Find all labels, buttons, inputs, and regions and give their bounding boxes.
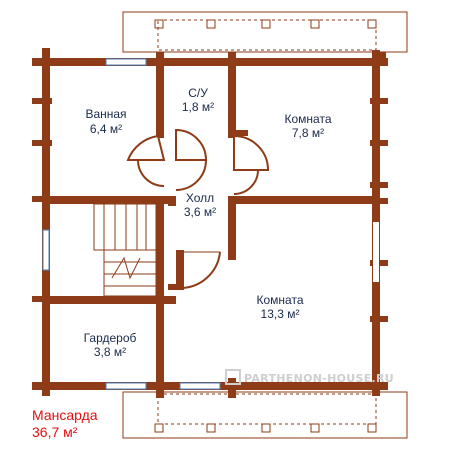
room2-name: Комната — [257, 293, 304, 307]
wc-area: 1,8 м² — [182, 100, 214, 114]
hall-area: 3,6 м² — [184, 205, 216, 219]
bath-area: 6,4 м² — [90, 122, 122, 136]
windows — [42, 58, 379, 390]
hall-name: Холл — [186, 191, 214, 205]
top-balcony — [122, 11, 408, 53]
plan-title: Мансарда — [32, 407, 98, 423]
label-wardrobe: Гардероб 3,8 м² — [84, 331, 137, 359]
label-hall: Холл 3,6 м² — [184, 191, 216, 219]
plan-area: 36,7 м² — [32, 424, 78, 440]
doors — [126, 128, 270, 290]
bath-name: Ванная — [85, 107, 126, 121]
bottom-balcony — [122, 391, 408, 439]
ward-name: Гардероб — [84, 331, 137, 345]
wc-name: С/У — [188, 86, 208, 100]
label-wc: С/У 1,8 м² — [182, 86, 214, 114]
watermark: PARTHENON-HOUSE.RU — [225, 369, 394, 385]
ward-area: 3,8 м² — [94, 345, 126, 359]
room1-name: Комната — [285, 112, 332, 126]
label-room2: Комната 13,3 м² — [257, 293, 304, 321]
label-bathroom: Ванная 6,4 м² — [85, 107, 126, 136]
watermark-logo-icon — [225, 369, 241, 385]
staircase — [93, 203, 157, 297]
room2-area: 13,3 м² — [261, 307, 300, 321]
watermark-text: PARTHENON-HOUSE.RU — [244, 372, 394, 385]
label-room1: Комната 7,8 м² — [285, 112, 332, 140]
room1-area: 7,8 м² — [292, 126, 324, 140]
